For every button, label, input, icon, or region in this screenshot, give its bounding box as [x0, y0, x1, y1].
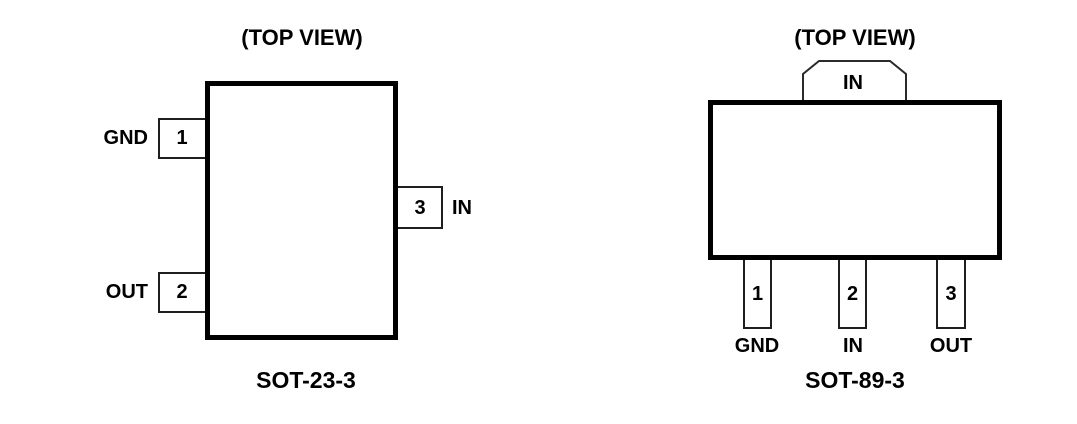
pin-box-2	[158, 272, 208, 313]
pin-name-out: OUT	[929, 335, 973, 357]
top-view-label: (TOP VIEW)	[794, 25, 916, 50]
package-name-label: SOT-89-3	[805, 367, 905, 393]
package-name-label: SOT-23-3	[256, 367, 356, 393]
pin-name-in: IN	[452, 197, 472, 219]
ic-body-sot-23-3	[205, 81, 398, 340]
pin-name-in: IN	[843, 335, 863, 357]
pin-box-1	[743, 255, 772, 329]
pin-box-1	[158, 118, 208, 159]
pin-number-2: 2	[846, 283, 859, 305]
top-view-label: (TOP VIEW)	[241, 25, 363, 50]
diagram-sot-89-3: (TOP VIEW) IN 1 2 3 GND IN OUT SOT-89-3	[540, 0, 1077, 424]
pin-name-gnd: GND	[103, 127, 148, 149]
pin-number-3: 3	[945, 283, 957, 305]
pin-number-3: 3	[414, 197, 426, 219]
pin-box-3	[936, 255, 966, 329]
pin-number-1: 1	[751, 283, 764, 305]
tab-label-in: IN	[843, 72, 863, 94]
diagram-sot-23-3: (TOP VIEW) 1 GND 2 OUT 3 IN SOT-23-3	[103, 25, 472, 393]
pin-number-2: 2	[176, 281, 188, 303]
pin-number-1: 1	[176, 127, 188, 149]
tab-outline	[802, 60, 907, 102]
pin-name-out: OUT	[105, 281, 148, 303]
ic-body-sot-89-3	[708, 100, 1002, 260]
pin-name-gnd: GND	[734, 335, 780, 357]
